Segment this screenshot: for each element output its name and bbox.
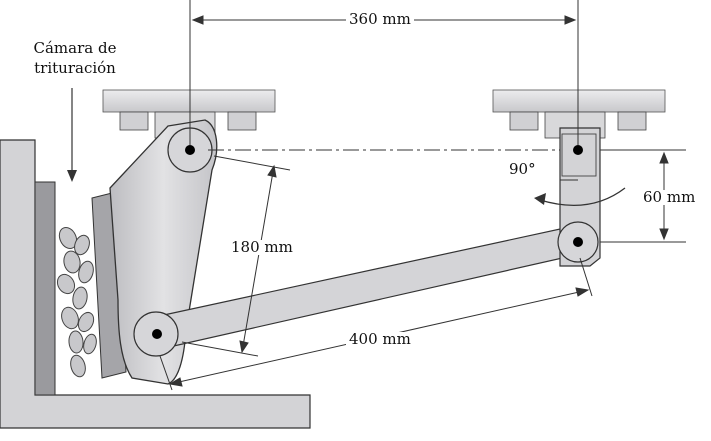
crusher-wall — [0, 139, 311, 429]
rotation-arrow-head — [534, 193, 546, 205]
crushed-stones — [56, 226, 97, 378]
dimension-400-label: 400 mm — [346, 332, 414, 347]
fixed-jaw-plate — [34, 181, 56, 396]
angle-90-label: 90° — [509, 160, 536, 178]
dimension-180 — [181, 155, 291, 357]
right-angle-marker — [559, 162, 578, 181]
crushing-chamber-label: Cámara de trituración — [20, 38, 130, 78]
chamber-leader-arrow — [67, 88, 77, 182]
dimension-180-label: 180 mm — [228, 240, 296, 255]
joint-upper-left — [185, 145, 195, 155]
crank-slot — [561, 133, 597, 177]
crushing-chamber-label-line1: Cámara de — [33, 39, 117, 57]
dimension-360-label: 360 mm — [346, 12, 414, 27]
joint-crank-moving — [573, 237, 583, 247]
rotation-arrow — [539, 187, 626, 206]
joint-crank-fixed — [573, 145, 583, 155]
crushing-chamber-label-line2: trituración — [34, 59, 116, 77]
dimension-360 — [189, 0, 579, 145]
swinging-jaw — [109, 119, 218, 385]
dimension-60-label: 60 mm — [640, 190, 699, 205]
joint-lower-left — [152, 329, 162, 339]
